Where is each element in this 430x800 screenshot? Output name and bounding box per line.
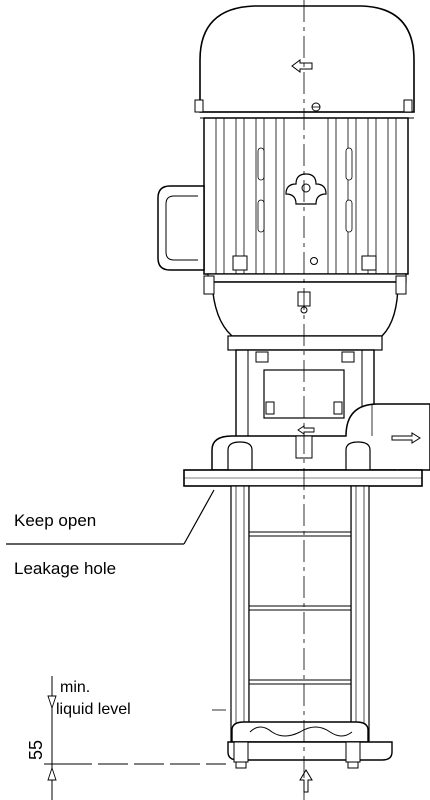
liquid-level-label: liquid level bbox=[56, 701, 131, 718]
terminal-box bbox=[157, 185, 205, 271]
pump-head bbox=[211, 403, 430, 471]
dimension-value: 55 bbox=[26, 740, 46, 760]
pump-column bbox=[230, 485, 370, 743]
motor-body bbox=[203, 117, 409, 275]
mounting-plate bbox=[183, 469, 423, 487]
leakage-hole-callout: Keep open Leakage hole bbox=[6, 489, 215, 578]
min-label: min. bbox=[60, 679, 90, 696]
leakage-hole-label: Leakage hole bbox=[14, 559, 116, 578]
suction-foot bbox=[227, 721, 393, 793]
min-liquid-level-dimension: min. liquid level 55 bbox=[26, 676, 226, 800]
rotation-arrow-icon bbox=[291, 59, 313, 73]
keep-open-label: Keep open bbox=[14, 511, 96, 530]
motor-flange bbox=[203, 273, 407, 351]
discharge-arrow-icon bbox=[391, 432, 421, 444]
suction-arrow-icon bbox=[299, 769, 313, 793]
motor-fan-cover bbox=[194, 5, 415, 119]
screw-icon bbox=[310, 257, 318, 265]
